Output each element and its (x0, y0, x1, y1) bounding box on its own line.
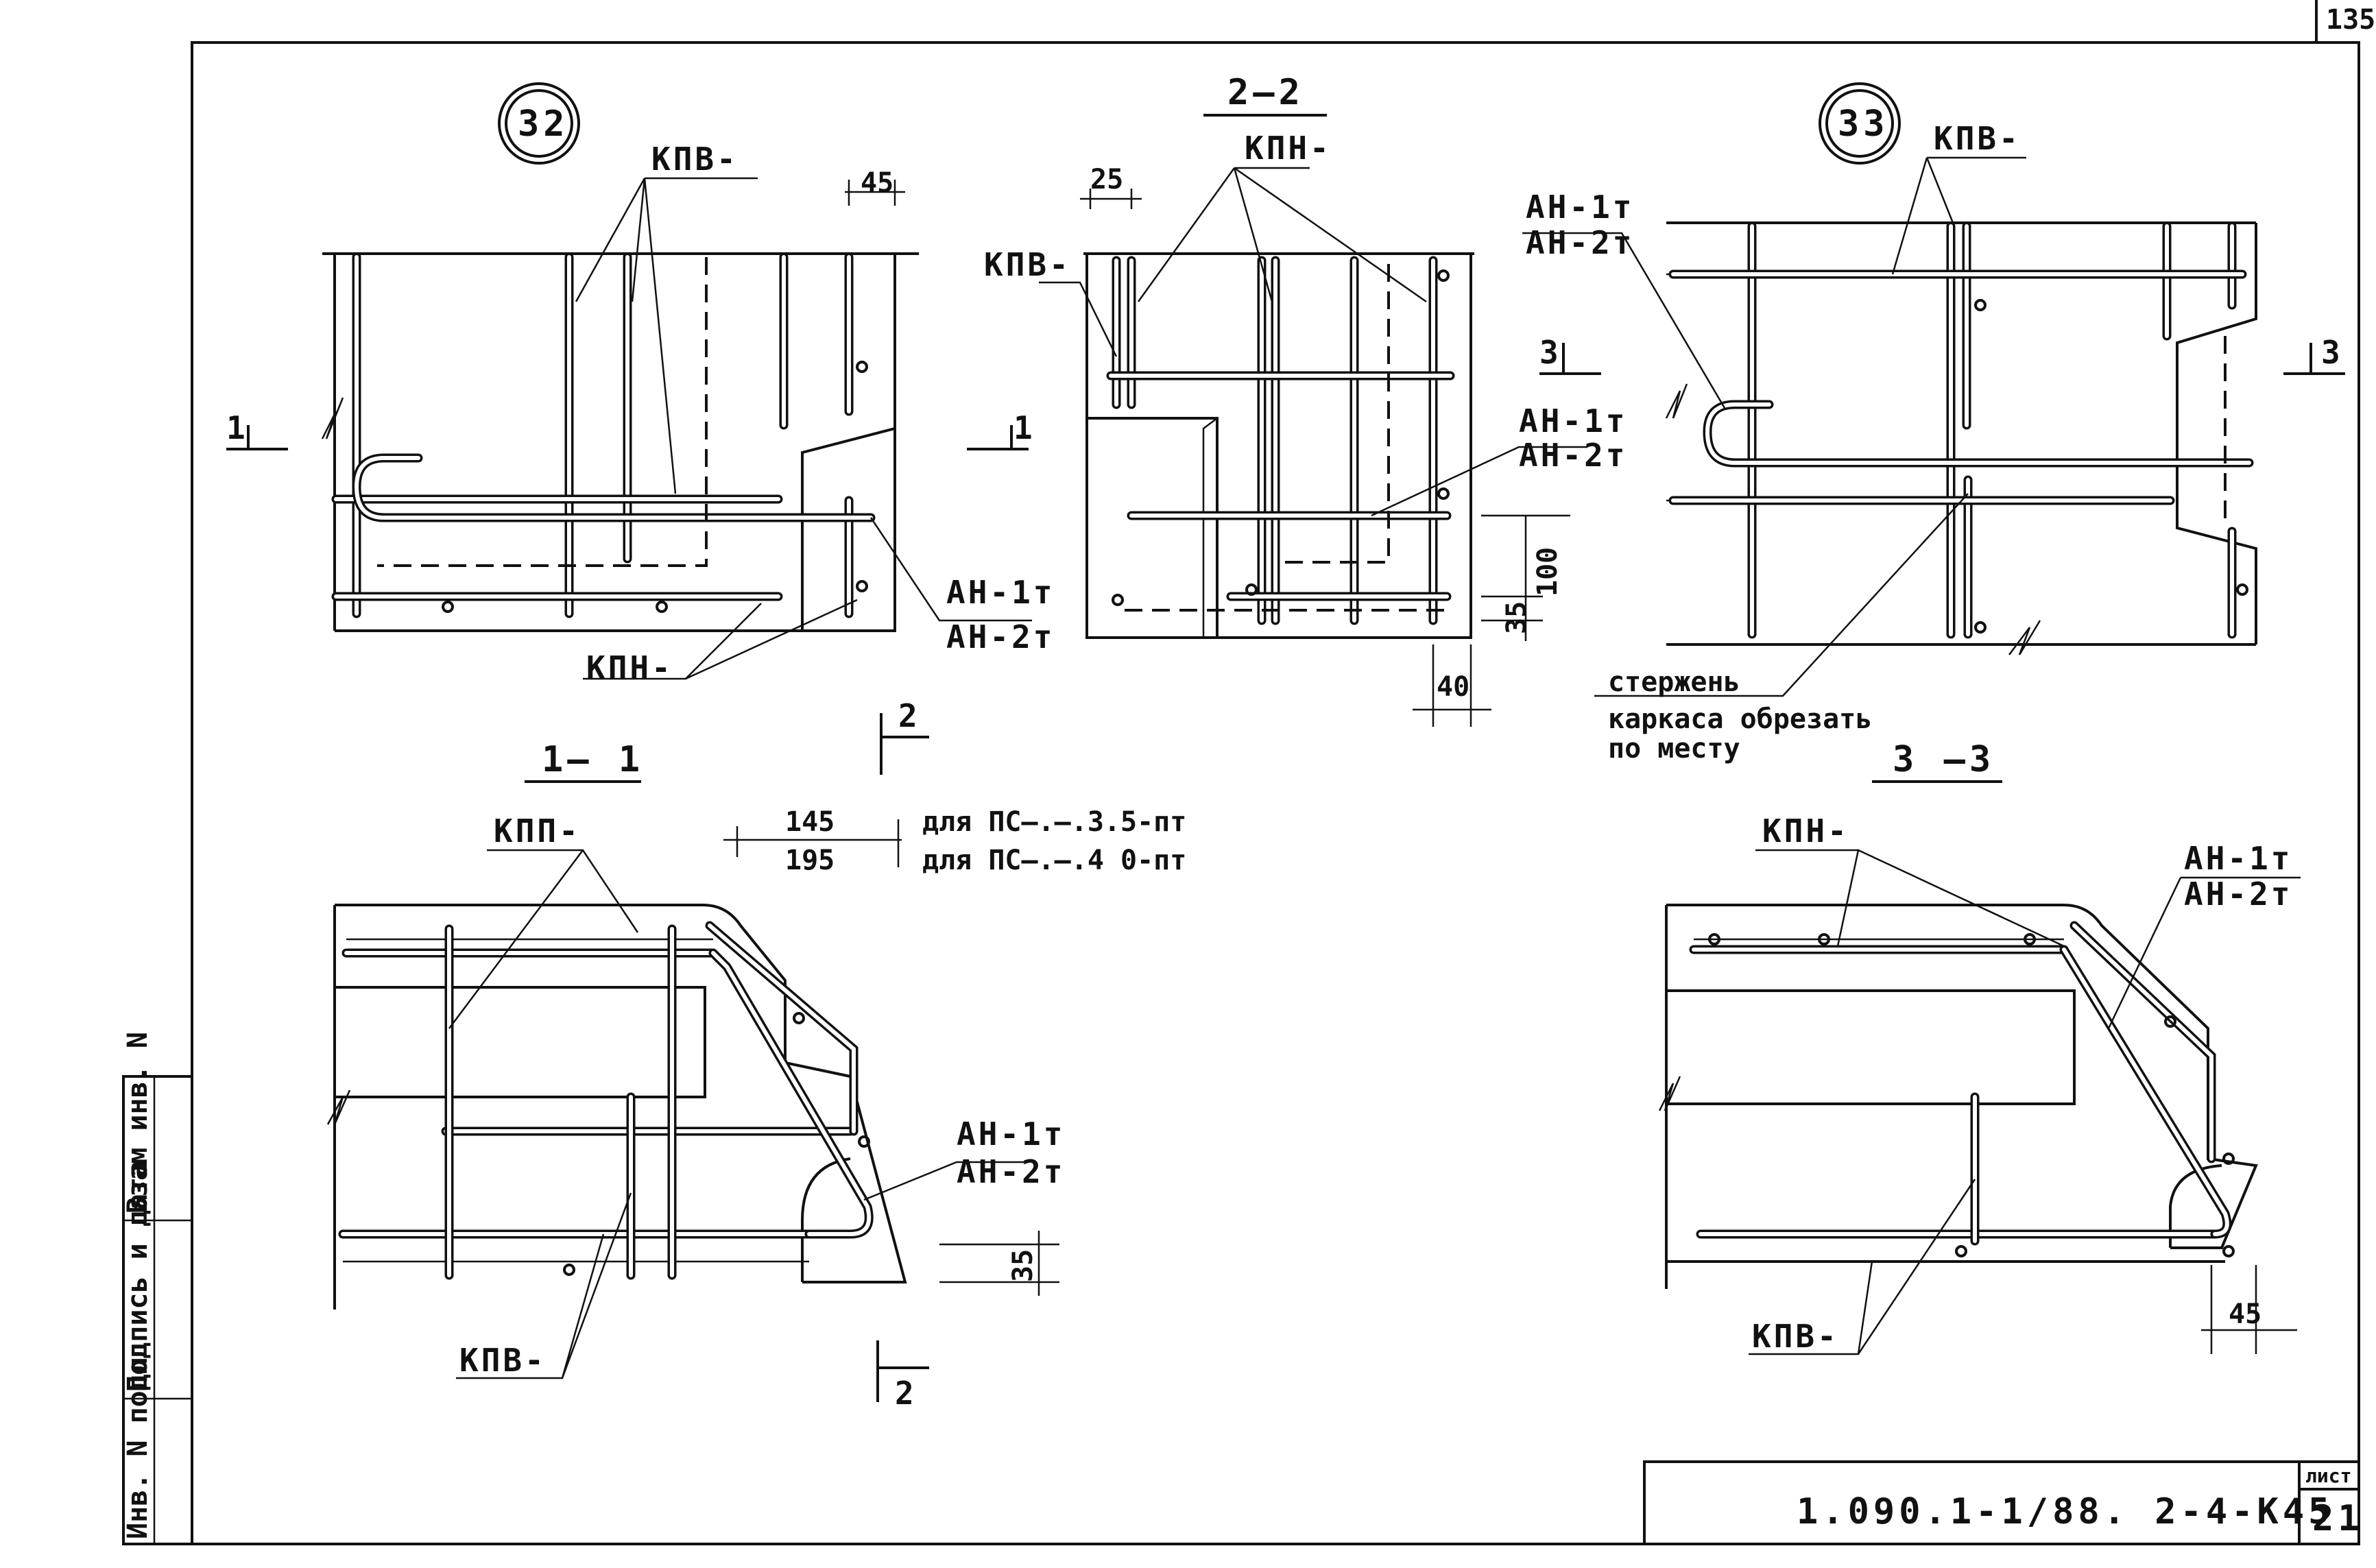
stamp-signature-date: Подпись и дата (122, 1161, 154, 1392)
s33-dim-45: 45 (2229, 1299, 2261, 1330)
d33-cut-mark-3: 3 (2321, 334, 2343, 371)
s11-kpp-label: КПП- (494, 812, 581, 849)
s22-title: 2—2 (1227, 72, 1304, 113)
s22-kpv-label: КПВ- (984, 246, 1071, 283)
d33-an2-label: АН-2т (1526, 224, 1634, 261)
s11-for-40: для ПС–.–.4 0-пт (922, 845, 1186, 876)
s22-cut-mark-2: 2 (898, 697, 920, 734)
s22-dim-100: 100 (1532, 547, 1563, 596)
s33-kpv-label: КПВ- (1752, 1318, 1839, 1355)
s33-an1-label: АН-1т (2184, 840, 2292, 877)
s11-for-35: для ПС–.–.3.5-пт (922, 806, 1186, 838)
s11-dim-195: 195 (785, 845, 835, 876)
sheet-number: 21 (2312, 1498, 2364, 1539)
detail-32: 32 КПВ- 45 (226, 82, 1055, 686)
sheet-frame: 1 35 (191, 0, 2375, 1545)
side-stamp: Инв. N подл Подпись и дата Взам инв. N (122, 1032, 193, 1545)
title-block: 1.090.1-1/88. 2-4-К45 лист 21 (1643, 1460, 2364, 1545)
d32-an1-label: АН-1т (946, 574, 1055, 611)
s22-kpn-label: КПН- (1245, 130, 1332, 167)
s22-cut-mark-3: 3 (1539, 334, 1561, 371)
d33-note-line1: стержень (1608, 666, 1740, 698)
s33-title: 3 —3 (1893, 739, 1995, 780)
stamp-replace-inv: Взам инв. N (122, 1032, 154, 1214)
section-1-1: 1— 1 145 195 для ПС–.–.3.5-пт для ПС–.–.… (326, 739, 1186, 1412)
node-32-number: 32 (518, 104, 569, 145)
s22-cut-mark-1: 1 (1013, 409, 1035, 446)
d33-an1-label: АН-1т (1526, 189, 1634, 226)
s11-title: 1— 1 (542, 739, 644, 780)
s22-an1-label: АН-1т (1519, 402, 1627, 439)
d33-note-line3: по месту (1608, 733, 1740, 764)
s22-dim-40: 40 (1437, 671, 1469, 703)
d32-cut-mark-1: 1 (226, 409, 248, 446)
section-3-3: 3 —3 КПН- АН-1т АН-2т КПВ- (1658, 739, 2301, 1355)
d32-dim-45: 45 (861, 167, 893, 199)
d32-kpv-label: КПВ- (651, 141, 739, 178)
s33-an2-label: АН-2т (2184, 876, 2292, 913)
s22-an2-label: АН-2т (1519, 437, 1627, 474)
drawing-code: 1.090.1-1/88. 2-4-К45 (1797, 1491, 2333, 1532)
s11-dim-145: 145 (785, 806, 835, 838)
d32-kpn-label: КПН- (586, 649, 673, 686)
d33-kpv-label: КПВ- (1934, 120, 2021, 157)
s11-an2-label: АН-2т (957, 1153, 1065, 1190)
s11-cut-mark-2: 2 (895, 1375, 917, 1412)
corner-sheet-number: 135 (2326, 4, 2375, 36)
s33-kpn-label: КПН- (1762, 812, 1849, 849)
sheet-label: лист (2305, 1464, 2351, 1487)
s11-dim-35: 35 (1007, 1249, 1039, 1282)
detail-33: 33 КПВ- АН-1т АН-2т (1522, 82, 2345, 764)
s11-an1-label: АН-1т (957, 1115, 1065, 1153)
d33-note-line2: каркаса обрезать (1608, 703, 1872, 735)
node-33-number: 33 (1838, 104, 1889, 145)
section-2-2: 2—2 КПН- КПВ- 25 (880, 72, 1627, 775)
s11-kpv-label: КПВ- (459, 1342, 547, 1379)
s22-dim-35: 35 (1501, 601, 1533, 634)
stamp-inv-podl: Инв. N подл (122, 1358, 154, 1539)
d32-an2-label: АН-2т (946, 618, 1055, 655)
s22-dim-25: 25 (1090, 164, 1123, 195)
